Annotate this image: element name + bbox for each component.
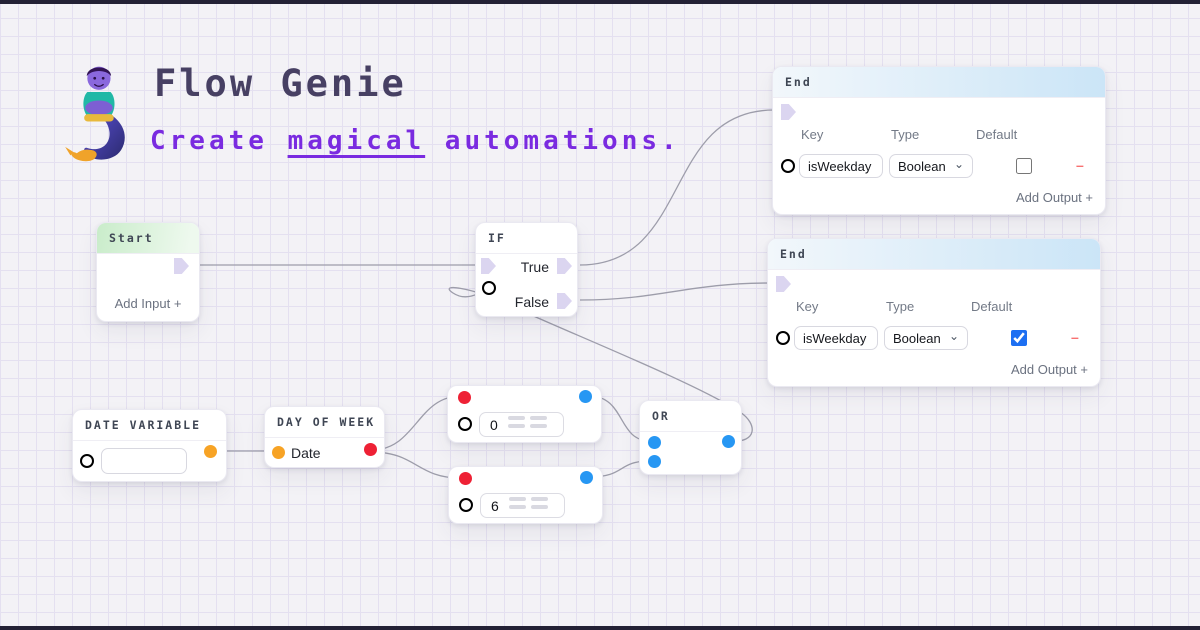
node-if-title: IF [476,223,577,254]
end-bottom-col-default: Default [971,299,1013,314]
node-start[interactable]: Start Add Input + [96,222,200,322]
end-bottom-default-checkbox[interactable] [1011,330,1027,346]
if-condition-input-port[interactable] [482,281,496,295]
if-exec-input-port[interactable] [481,258,496,274]
compare6-output-port[interactable] [580,471,593,484]
if-true-output-port[interactable] [557,258,572,274]
end-top-exec-input-port[interactable] [781,104,796,120]
end-top-col-default: Default [976,127,1018,142]
or-input-port-1[interactable] [648,436,661,449]
genie-logo-icon [62,58,138,169]
compare0-value-field[interactable]: 0 [479,412,564,437]
edge-or-to-if-condition [448,287,753,442]
node-compare-eq-6[interactable]: 6 [448,466,603,524]
node-or[interactable]: OR [639,400,742,475]
app-tagline: Create magical automations. [150,126,681,156]
end-bottom-type-value: Boolean [893,330,941,346]
or-output-port[interactable] [722,435,735,448]
compare0-value-input-port[interactable] [458,417,472,431]
end-bottom-remove-row-button[interactable]: – [1071,329,1079,345]
node-start-title: Start [97,223,199,254]
edge-if-true-to-end-top [579,109,775,266]
end-top-remove-row-button[interactable]: – [1076,157,1084,173]
start-exec-output-port[interactable] [174,258,189,274]
node-if[interactable]: IF True False [475,222,578,317]
end-top-type-value: Boolean [898,158,946,174]
end-bottom-add-output-button[interactable]: Add Output + [1011,362,1088,377]
or-input-port-2[interactable] [648,455,661,468]
date-variable-value-input[interactable] [101,448,187,474]
edge-if-false-to-end-bottom [579,282,771,301]
day-of-week-output-port[interactable] [364,443,377,456]
compare0-value: 0 [490,416,498,433]
end-top-col-key: Key [801,127,824,142]
end-bottom-exec-input-port[interactable] [776,276,791,292]
end-bottom-key-input[interactable] [794,326,878,350]
if-false-output-port[interactable] [557,293,572,309]
day-of-week-date-input-port[interactable] [272,446,285,459]
node-end-top[interactable]: End Key Type Default Boolean ⌄ – Add Outp… [772,66,1106,215]
end-top-type-select[interactable]: Boolean ⌄ [889,154,973,178]
add-input-button[interactable]: Add Input + [114,296,182,311]
node-end-bottom-title: End [768,239,1100,270]
chevron-down-icon: ⌄ [948,329,959,343]
node-day-of-week-title: DAY OF WEEK [265,407,384,438]
end-top-add-output-button[interactable]: Add Output + [1016,190,1093,205]
node-day-of-week[interactable]: DAY OF WEEK Date [264,406,385,468]
app-title: Flow Genie [154,62,407,105]
compare0-output-port[interactable] [579,390,592,403]
tagline-highlight: magical [287,126,426,156]
if-true-label: True [520,259,549,275]
if-false-label: False [514,294,549,310]
equals-operator-icon [507,415,547,428]
node-date-variable[interactable]: DATE VARIABLE [72,409,227,482]
end-bottom-col-type: Type [886,299,915,314]
date-variable-output-port[interactable] [204,445,217,458]
node-or-title: OR [640,401,741,432]
chevron-down-icon: ⌄ [953,157,964,171]
tagline-suffix: automations. [425,126,681,156]
compare0-input-port[interactable] [458,391,471,404]
node-end-bottom[interactable]: End Key Type Default Boolean ⌄ – Add Outp… [767,238,1101,387]
end-top-value-input-port[interactable] [781,159,795,173]
top-border-bar [0,0,1200,4]
end-bottom-col-key: Key [796,299,819,314]
equals-operator-icon [508,496,548,509]
end-bottom-type-select[interactable]: Boolean ⌄ [884,326,968,350]
compare6-input-port[interactable] [459,472,472,485]
compare6-value: 6 [491,497,499,514]
compare6-value-field[interactable]: 6 [480,493,565,518]
end-bottom-value-input-port[interactable] [776,331,790,345]
node-compare-eq-0[interactable]: 0 [447,385,602,443]
compare6-value-input-port[interactable] [459,498,473,512]
day-of-week-date-label: Date [291,445,321,461]
bottom-border-bar [0,626,1200,630]
node-date-variable-title: DATE VARIABLE [73,410,226,441]
end-top-key-input[interactable] [799,154,883,178]
end-top-col-type: Type [891,127,920,142]
date-variable-input-port[interactable] [80,454,94,468]
end-top-default-checkbox[interactable] [1016,158,1032,174]
node-end-top-title: End [773,67,1105,98]
edge-dayofweek-to-compare6 [373,451,461,479]
tagline-prefix: Create [150,126,288,156]
